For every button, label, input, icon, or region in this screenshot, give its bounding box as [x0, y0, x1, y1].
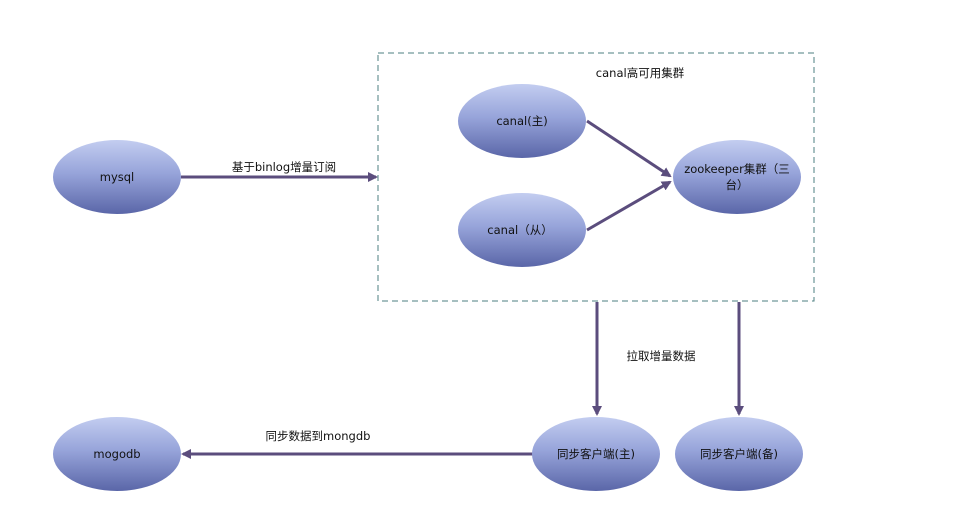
edge-label-sync-to-mongodb: 同步数据到mongdb: [266, 429, 371, 443]
node-sync-client-backup: 同步客户端(备): [675, 417, 803, 491]
edge-canal-slave-to-zookeeper: [586, 180, 672, 232]
node-zookeeper-cluster: zookeeper集群（三 台）: [673, 140, 801, 214]
node-zookeeper-label-line1: zookeeper集群（三: [684, 162, 790, 176]
node-sync-client-master: 同步客户端(主): [532, 417, 660, 491]
node-mysql: mysql: [53, 140, 181, 214]
node-canal-slave-label: canal（从）: [487, 223, 552, 237]
node-canal-master: canal(主): [458, 84, 586, 158]
canal-cluster-group: [377, 52, 815, 302]
node-canal-slave: canal（从）: [458, 193, 586, 267]
node-zookeeper-label-line2: 台）: [726, 178, 749, 192]
node-canal-master-label: canal(主): [496, 114, 547, 128]
node-mysql-label: mysql: [100, 170, 135, 184]
node-mogodb-label: mogodb: [93, 447, 140, 461]
node-mogodb: mogodb: [53, 417, 181, 491]
node-sync-client-master-label: 同步客户端(主): [557, 447, 635, 461]
node-sync-client-backup-label: 同步客户端(备): [700, 447, 778, 461]
edge-canal-master-to-zookeeper: [586, 119, 672, 178]
edge-label-pull-incremental: 拉取增量数据: [627, 349, 696, 363]
canal-cluster-title: canal高可用集群: [596, 66, 685, 80]
edge-label-binlog-subscribe: 基于binlog增量订阅: [232, 160, 336, 174]
